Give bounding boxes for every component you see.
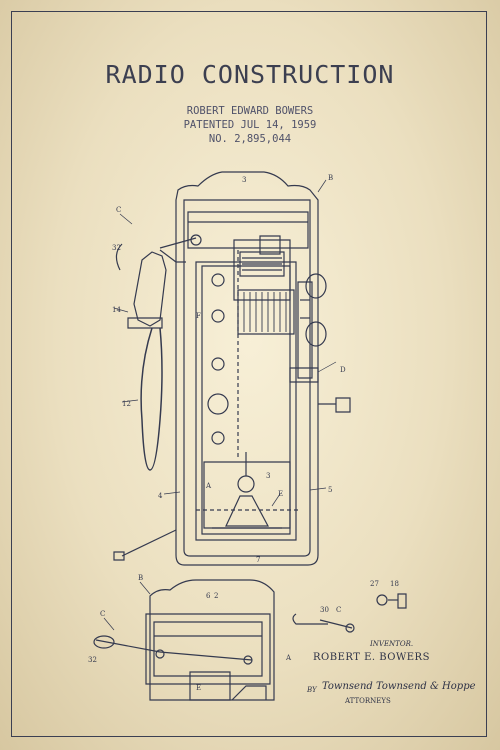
svg-text:32: 32 — [112, 244, 121, 252]
svg-text:14: 14 — [112, 306, 121, 314]
svg-text:32: 32 — [88, 656, 97, 664]
sheet-border — [11, 11, 487, 737]
svg-text:B: B — [138, 574, 143, 582]
attorney-signature: Townsend Townsend & Hoppe — [322, 681, 476, 692]
inventor-line: ROBERT EDWARD BOWERS — [186, 105, 314, 117]
patent-number-line: NO. 2,895,044 — [208, 133, 292, 145]
svg-text:A: A — [205, 482, 212, 490]
svg-text:E: E — [278, 490, 283, 498]
svg-text:B: B — [328, 174, 333, 182]
attorneys-label: ATTORNEYS — [345, 697, 391, 705]
svg-text:D: D — [340, 366, 346, 374]
svg-text:18: 18 — [390, 580, 399, 588]
svg-text:3: 3 — [266, 472, 270, 480]
inventor-name: ROBERT E. BOWERS — [313, 652, 430, 663]
svg-text:6: 6 — [206, 592, 211, 600]
svg-text:C: C — [100, 610, 105, 618]
svg-text:4: 4 — [158, 492, 163, 500]
svg-text:A: A — [285, 654, 292, 662]
svg-text:F: F — [196, 312, 201, 320]
svg-text:C: C — [336, 606, 341, 614]
svg-text:C: C — [116, 206, 121, 214]
svg-text:27: 27 — [370, 580, 379, 588]
inventor-label: INVENTOR. — [370, 640, 414, 648]
svg-text:3: 3 — [242, 176, 246, 184]
svg-text:12: 12 — [122, 400, 131, 408]
svg-text:2: 2 — [214, 592, 218, 600]
by-label: BY — [307, 686, 317, 694]
svg-text:30: 30 — [320, 606, 329, 614]
svg-text:5: 5 — [328, 486, 332, 494]
svg-text:7: 7 — [256, 556, 260, 564]
document-title: RADIO CONSTRUCTION — [105, 60, 395, 89]
patent-date-line: PATENTED JUL 14, 1959 — [183, 119, 317, 131]
svg-text:E: E — [196, 684, 201, 692]
